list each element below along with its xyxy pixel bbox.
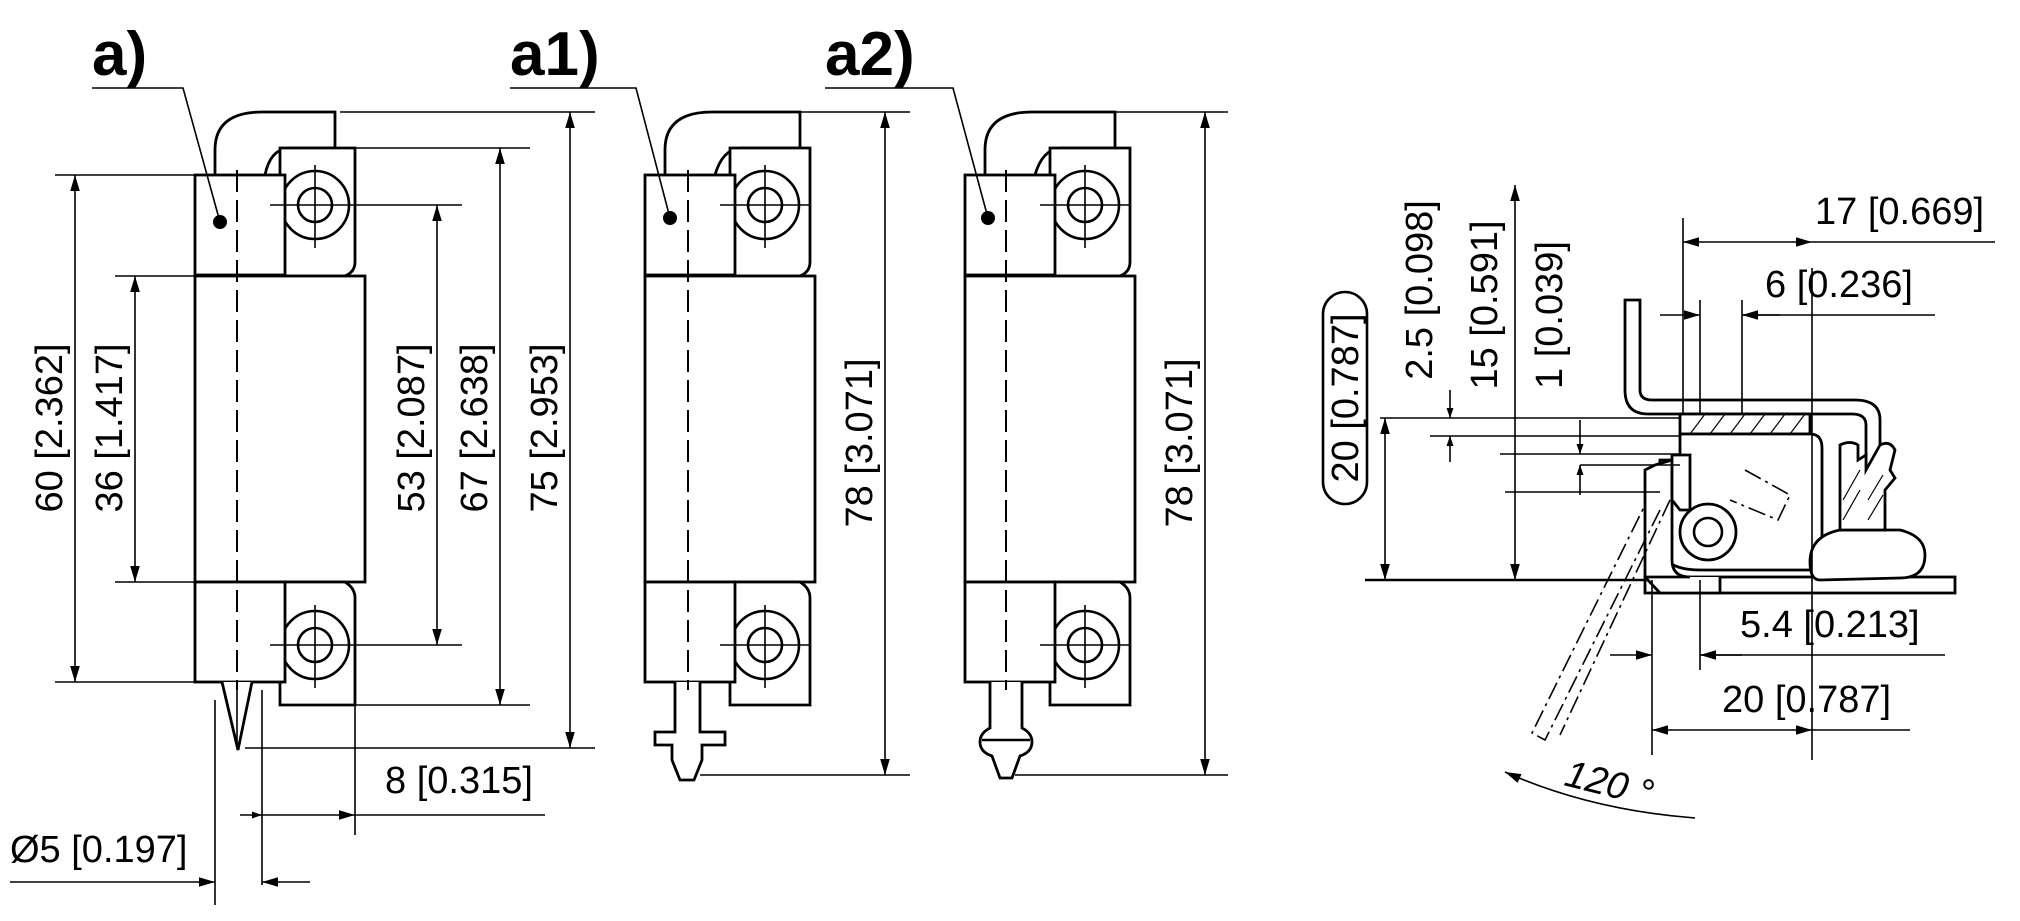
section-view: 17 [0.669] 6 [0.236] 2.5 [0.098] 15 [0.5… (1321, 185, 1995, 819)
view-a2: a2) 78 [3.071] (825, 20, 1228, 780)
dim-a1-78: 78 [3.071] (839, 358, 881, 527)
section-seal (1808, 528, 1927, 582)
section-bottom-leaf (1643, 576, 1722, 595)
view-a1-label: a1) (510, 20, 600, 89)
dim-5-4: 5.4 [0.213] (1740, 604, 1920, 646)
view-a2-bottom-leaf (963, 580, 1057, 684)
view-a-top-leaf (193, 173, 287, 277)
dim-60: 60 [2.362] (29, 343, 71, 512)
section-knuckle-pin (1692, 516, 1724, 548)
view-a-leader (92, 87, 221, 223)
dim-1: 1 [0.039] (1529, 241, 1571, 389)
view-a2-top-leaf (963, 173, 1057, 277)
view-a1-top-leaf (643, 173, 737, 277)
dim-20h: 20 [0.787] (1722, 679, 1891, 721)
view-a-main-body (193, 274, 367, 584)
view-a2-pin (978, 682, 1034, 780)
angle-arc (1504, 771, 1696, 819)
view-a-bottom-leaf (193, 580, 287, 684)
section-seal-lip (1838, 441, 1897, 532)
view-a1: a1) 78 [3.071] (510, 20, 910, 782)
dim-20v-box (1321, 290, 1369, 506)
view-a2-leader (825, 87, 989, 219)
view-a-top-bracket (278, 146, 357, 278)
section-left-leaf (1643, 458, 1691, 579)
view-a-label: a) (92, 20, 147, 89)
dim-a2-78: 78 [3.071] (1159, 358, 1201, 527)
dim-75: 75 [2.953] (524, 343, 566, 512)
section-upper-hatch (1678, 412, 1812, 436)
view-a-bottom-bracket (278, 580, 357, 707)
section-knuckle (1678, 502, 1738, 562)
dim-17: 17 [0.669] (1815, 191, 1984, 233)
view-a1-top-hook (663, 110, 802, 176)
view-a: a) 60 [2.362] 36 [1.417] 53 [2.087] 67 [… (10, 20, 595, 905)
view-a1-main-body (643, 274, 817, 584)
dim-53: 53 [2.087] (391, 343, 433, 512)
view-a1-bottom-leaf (643, 580, 737, 684)
view-a1-leader (510, 87, 671, 219)
dim-dia5: Ø5 [0.197] (10, 829, 187, 871)
section-base-plate (1643, 575, 1957, 595)
section-rotating-part (1670, 453, 1692, 512)
dim-36: 36 [1.417] (89, 343, 131, 512)
dim-15: 15 [0.591] (1464, 220, 1506, 389)
view-a-top-hook (213, 110, 337, 176)
dim-6: 6 [0.236] (1765, 264, 1913, 306)
dim-67: 67 [2.638] (454, 343, 496, 512)
view-a1-pin (653, 682, 727, 782)
dim-20v: 20 [0.787] (1325, 313, 1367, 482)
view-a2-top-hook (983, 110, 1117, 176)
section-open-position (1729, 469, 1792, 522)
dim-2-5: 2.5 [0.098] (1399, 200, 1441, 380)
view-a2-label: a2) (825, 20, 915, 89)
dim-8: 8 [0.315] (385, 760, 533, 802)
view-a2-main-body (963, 274, 1137, 584)
